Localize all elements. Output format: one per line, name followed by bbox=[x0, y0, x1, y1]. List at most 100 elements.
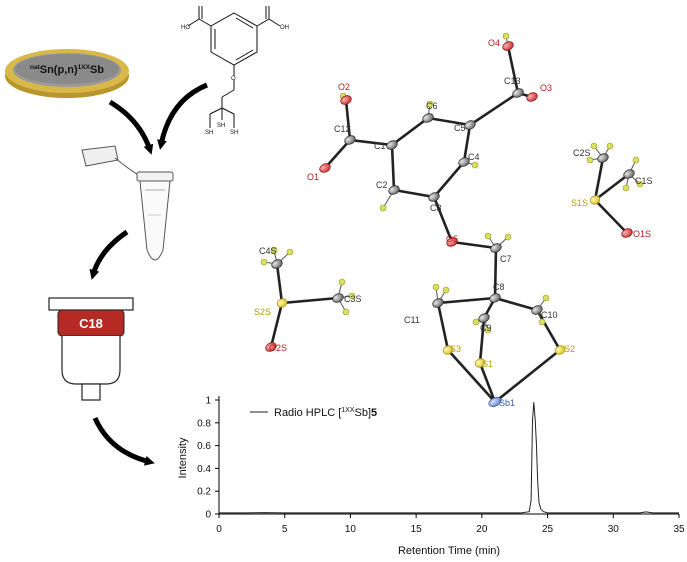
thiol-label-2: SH bbox=[217, 123, 225, 129]
bond-s2s-o2s bbox=[269, 301, 284, 349]
atom-c11 bbox=[432, 298, 444, 308]
thiol-label-1: SH bbox=[205, 130, 213, 136]
legend-tail: Sb] bbox=[355, 407, 372, 419]
arrow-tube-to-column bbox=[89, 229, 129, 280]
bond-c10-s2 bbox=[535, 308, 562, 352]
atom-o1 bbox=[319, 163, 331, 173]
y-axis-label: Intensity bbox=[177, 437, 189, 478]
bond-c6-c1 bbox=[390, 116, 430, 147]
reaction-tube bbox=[81, 145, 174, 261]
hydrogen-atom bbox=[338, 278, 346, 286]
y-tick-label: 0.6 bbox=[197, 441, 211, 452]
bond-c13-c5 bbox=[468, 91, 520, 127]
legend-bold: 5 bbox=[371, 407, 377, 419]
atom-c8 bbox=[489, 293, 501, 303]
atom-label-s3: S3 bbox=[450, 344, 461, 354]
x-tick-label: 10 bbox=[345, 524, 357, 535]
atom-c4 bbox=[458, 157, 470, 167]
hydrogen-atom bbox=[471, 161, 479, 169]
bond-s2-sb1 bbox=[493, 348, 562, 404]
atom-c2s bbox=[597, 153, 609, 163]
arrow-target-to-tube bbox=[108, 99, 154, 155]
hydrogen-atom bbox=[260, 258, 268, 266]
atom-label-c3: C3 bbox=[430, 203, 442, 213]
acid-left-label: HO bbox=[181, 25, 190, 31]
hydrogen-atom bbox=[484, 326, 492, 334]
legend-sup: 1XX bbox=[341, 407, 355, 414]
hydrogen-atom bbox=[590, 142, 598, 150]
bond-c1-c2 bbox=[390, 143, 396, 192]
bond-s3-sb1 bbox=[446, 348, 497, 404]
x-tick-label: 20 bbox=[476, 524, 488, 535]
bond-c9-s1 bbox=[478, 316, 486, 365]
acid-right-label: OH bbox=[280, 25, 289, 31]
atom-c4s bbox=[271, 259, 283, 269]
atom-label-o2: O2 bbox=[338, 82, 350, 92]
atom-o3 bbox=[526, 92, 538, 102]
atom-label-o1: O1 bbox=[307, 172, 319, 182]
y-tick-label: 0.4 bbox=[197, 464, 211, 475]
atom-label-c10: C10 bbox=[541, 310, 558, 320]
column-label: C18 bbox=[79, 316, 103, 331]
atom-label-c2: C2 bbox=[376, 180, 388, 190]
y-tick-label: 0.2 bbox=[197, 487, 211, 498]
thiol-label-3: SH bbox=[230, 130, 238, 136]
atom-c3s bbox=[332, 293, 344, 303]
x-tick-label: 15 bbox=[411, 524, 423, 535]
atom-label-c5: C5 bbox=[454, 123, 466, 133]
atom-label-c1: C1 bbox=[374, 141, 386, 151]
chart-axes bbox=[218, 396, 679, 515]
atom-o2 bbox=[340, 95, 352, 105]
y-tick-label: 1 bbox=[205, 396, 211, 407]
atom-s3 bbox=[442, 345, 454, 355]
atom-s1s bbox=[589, 195, 601, 205]
crystal-labels: O4C13O3O2C6C5C12C1C4O1C2C3O5C7C8C9C10C11… bbox=[254, 38, 653, 408]
hydrogen-atom bbox=[442, 286, 450, 294]
ligand-structure bbox=[187, 6, 281, 128]
atom-label-c3s: C3S bbox=[344, 294, 362, 304]
c18-cartridge: C18 bbox=[48, 297, 134, 401]
atom-label-c8: C8 bbox=[493, 282, 505, 292]
bond-c3-o5 bbox=[432, 195, 454, 244]
y-tick-label: 0 bbox=[205, 510, 211, 521]
atom-label-c7: C7 bbox=[500, 254, 512, 264]
crystal-structure: O4C13O3O2C6C5C12C1C4O1C2C3O5C7C8C9C10C11… bbox=[254, 32, 653, 408]
target-label: natSn(p,n)1XXSb bbox=[30, 64, 104, 76]
hydrogen-atom bbox=[286, 248, 294, 256]
target-main: Sn(p,n) bbox=[40, 64, 78, 76]
atom-label-c9: C9 bbox=[480, 323, 492, 333]
atom-label-c6: C6 bbox=[426, 101, 438, 111]
x-tick-label: 35 bbox=[673, 524, 685, 535]
hydrogen-atom bbox=[484, 232, 492, 240]
atom-label-o5: O5 bbox=[446, 234, 458, 244]
x-axis-label: Retention Time (min) bbox=[398, 545, 500, 557]
atom-c5 bbox=[464, 120, 476, 130]
crystal-bonds bbox=[263, 35, 641, 404]
atom-label-s2s: S2S bbox=[254, 307, 271, 317]
legend-label: Radio HPLC [1XXSb]5 bbox=[274, 407, 377, 419]
hydrogen-atom bbox=[379, 204, 387, 212]
atom-label-c13: C13 bbox=[504, 76, 521, 86]
hydrogen-atom bbox=[432, 283, 440, 291]
x-tick-label: 25 bbox=[542, 524, 554, 535]
bond-c11-s3 bbox=[436, 301, 450, 352]
hydrogen-atom bbox=[342, 308, 350, 316]
atom-label-o3: O3 bbox=[540, 83, 552, 93]
atom-c10 bbox=[531, 305, 543, 315]
bond-c1-c12 bbox=[348, 138, 394, 147]
hydrogen-atom bbox=[426, 100, 434, 108]
y-axis-ticks: 00.20.40.60.81 bbox=[197, 396, 219, 521]
hydrogen-atom bbox=[622, 184, 630, 192]
hydrogen-atom bbox=[502, 32, 510, 40]
atom-c12 bbox=[344, 135, 356, 145]
hydrogen-atom bbox=[348, 292, 356, 300]
atom-label-o4: O4 bbox=[488, 38, 500, 48]
atom-c13 bbox=[512, 88, 524, 98]
atom-o2s bbox=[265, 342, 277, 352]
hydrogen-atom bbox=[606, 142, 614, 150]
atom-label-c11: C11 bbox=[404, 315, 420, 325]
atom-s1 bbox=[474, 358, 486, 368]
bond-o4-c13 bbox=[506, 44, 520, 95]
atom-c2 bbox=[388, 185, 400, 195]
hydrogen-atom bbox=[472, 318, 480, 326]
